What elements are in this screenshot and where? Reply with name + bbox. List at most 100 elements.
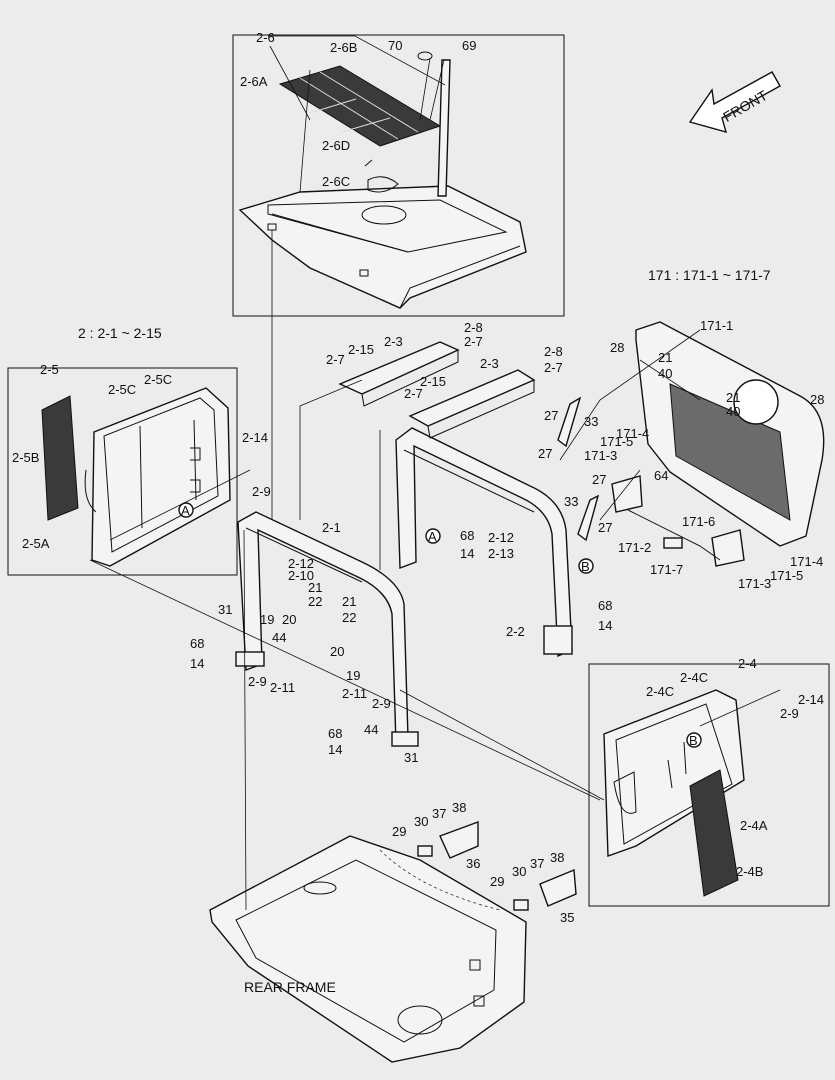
part-label: 44 [364,722,378,737]
part-label: 171-1 [700,318,733,333]
switch-171-2 [663,537,683,549]
part-label: 27 [544,408,558,423]
part-label: 2-14 [798,692,824,707]
part-label: 27 [592,472,606,487]
part-label: 68 [328,726,342,741]
part-label: 2-5A [22,536,50,551]
side-panel-2-5 [84,387,231,567]
group-box-2-4 [588,663,830,907]
part-labels: 2-6 2-6B 2-6A 2-6D 2-6C 70 69 2-5 2-5C 2… [12,30,824,925]
part-label: 21 [308,580,322,595]
part-label: 2-8 [544,344,563,359]
side-panel-2-4 [603,689,745,857]
part-label: 38 [550,850,564,865]
part-label: 14 [328,742,342,757]
gas-spring-33-a [557,396,582,448]
frame-2-1 [235,511,419,747]
callout-a-frame: A [425,528,441,544]
part-label: 37 [530,856,544,871]
radiator-guard-171 [635,321,825,547]
callout-b-text: B [581,559,590,574]
bracket-35 [513,868,577,911]
grille-2-4A [689,769,739,897]
part-label: 35 [560,910,574,925]
part-label: 19 [260,612,274,627]
latch-64 [611,475,643,513]
part-label: 21 [658,350,672,365]
part-label: 2-4A [740,818,768,833]
part-label: 28 [810,392,824,407]
part-label: 22 [342,610,356,625]
grille-2-6A [278,65,442,147]
part-label: 44 [272,630,286,645]
part-label: 2-9 [252,484,271,499]
part-label: 2-3 [384,334,403,349]
cross-member-2-3-left [338,341,460,407]
part-label: 171-5 [770,568,803,583]
part-label: 37 [432,806,446,821]
part-label: 2-4 [738,656,757,671]
part-label: 68 [190,636,204,651]
part-label: 2-7 [464,334,483,349]
part-label: 2-5C [144,372,172,387]
part-label: 2-15 [348,342,374,357]
bracket-36 [417,820,479,859]
part-label: 2-5 [40,362,59,377]
part-label: 171-2 [618,540,651,555]
part-label: 33 [564,494,578,509]
part-label: 27 [598,520,612,535]
cable-171-6 [627,509,721,561]
callout-a-text: A [181,503,190,518]
group-box-2-6 [232,34,565,317]
part-label: 2-9 [780,706,799,721]
part-label: 2-4C [680,670,708,685]
part-label: 2-5C [108,382,136,397]
part-label: 171-4 [616,426,649,441]
part-label: 2-15 [420,374,446,389]
callout-b-text: B [689,733,698,748]
part-label: 2-3 [480,356,499,371]
part-label: 171-5 [600,434,633,449]
part-label: 21 [726,390,740,405]
part-label: 31 [404,750,418,765]
part-label: 2-14 [242,430,268,445]
part-label: 70 [388,38,402,53]
part-label: 29 [490,874,504,889]
part-label: 2-8 [464,320,483,335]
part-label: 14 [598,618,612,633]
part-label: 2-10 [288,568,314,583]
part-label: 33 [584,414,598,429]
top-cover-2-6 [238,185,527,309]
part-label: 171-6 [682,514,715,529]
part-label: 2-6B [330,40,357,55]
part-label: 2-6C [322,174,350,189]
part-label: 2-2 [506,624,525,639]
grille-2-5A [41,395,79,521]
part-label: 30 [414,814,428,829]
callout-b-frame: B [578,558,594,574]
part-label: 14 [460,546,474,561]
front-arrow-icon: FRONT [688,71,781,134]
part-label: 68 [598,598,612,613]
part-label: 28 [610,340,624,355]
part-label: 36 [466,856,480,871]
part-label: 38 [452,800,466,815]
part-label: 29 [392,824,406,839]
part-label: 19 [346,668,360,683]
part-label: 2-12 [288,556,314,571]
part-label: 40 [726,404,740,419]
part-label: 2-1 [322,520,341,535]
callout-a-text: A [428,529,437,544]
cap-70 [417,51,433,61]
part-label: 171-7 [650,562,683,577]
part-label: 2-4C [646,684,674,699]
part-label: 2-9 [248,674,267,689]
leader-lines [89,35,781,911]
part-label: 30 [512,864,526,879]
part-label: 14 [190,656,204,671]
part-label: 2-11 [342,686,367,701]
part-label: 2-5B [12,450,39,465]
part-label: 2-11 [270,680,295,695]
part-label: 20 [330,644,344,659]
